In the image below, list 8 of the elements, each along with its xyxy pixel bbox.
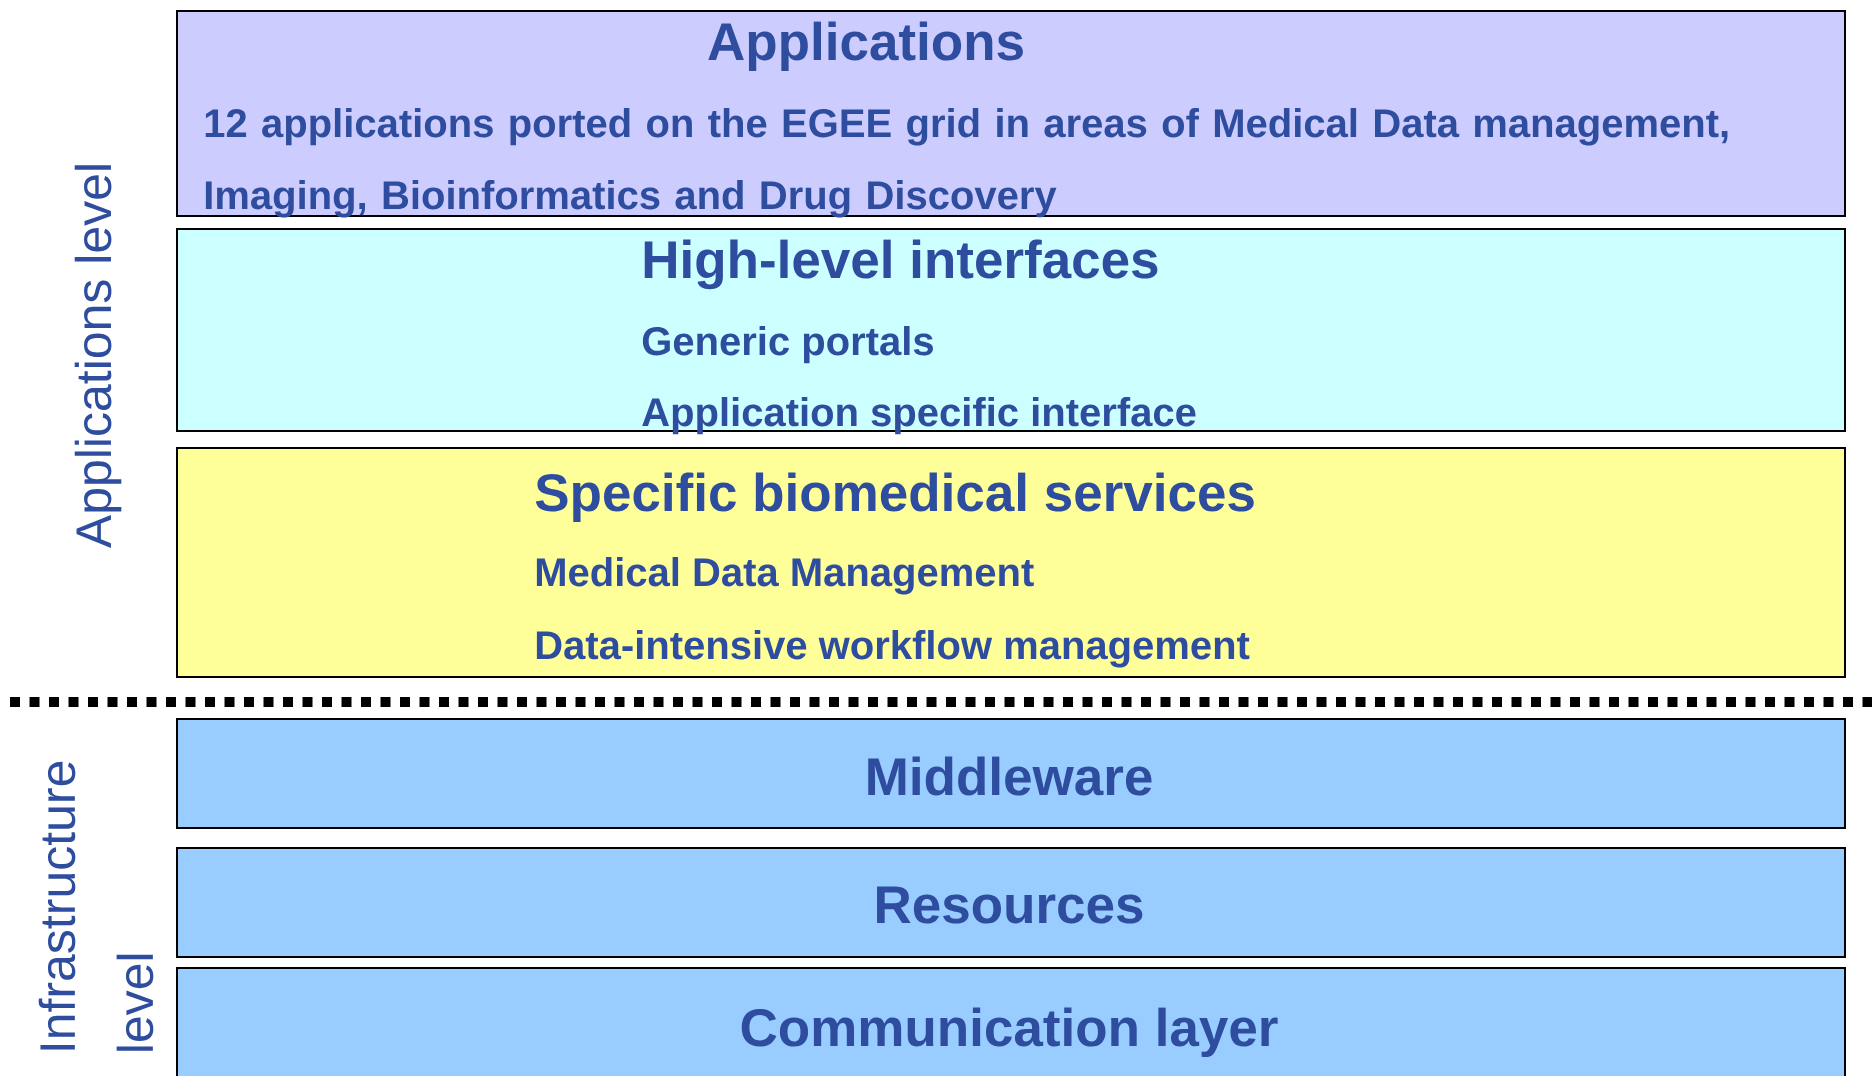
layer-box: Middleware [176, 718, 1846, 829]
layer-box: Specific biomedical services Medical Data Management Data-intensive workflow management [176, 447, 1846, 678]
level-label: Applications level [74, 165, 122, 549]
layer-box: Applications 12 applications ported on the EGEE grid in areas of Medical Data management, Imaging, Bioinformatics and Drug Discovery [176, 10, 1846, 218]
layer-box: Communication layer [176, 967, 1846, 1076]
level-label: Infrastructure level [38, 761, 154, 1051]
layer-box: Resources [176, 847, 1846, 958]
layer-box: High-level interfaces Generic portals Application specific interface [176, 228, 1846, 435]
